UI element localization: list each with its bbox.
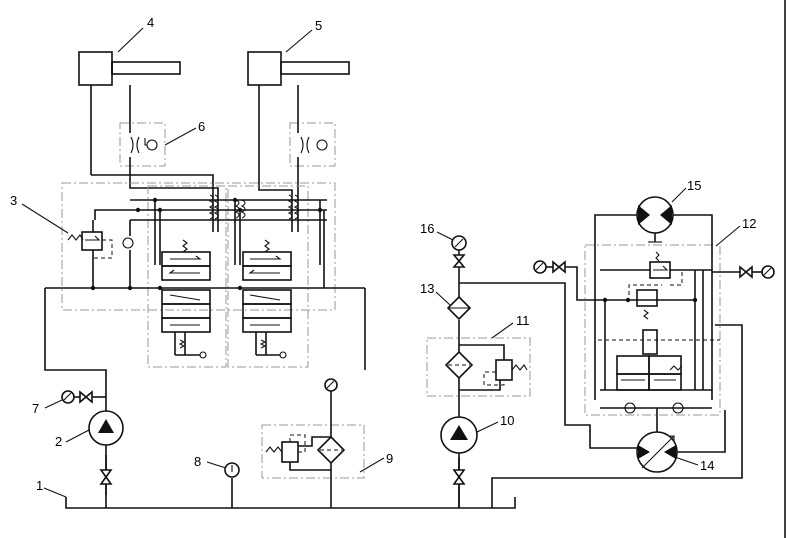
filter-9-icon [265, 378, 346, 480]
filter-block-9-box [261, 424, 365, 479]
label-3: 3 [10, 193, 17, 208]
cylinder-5-icon [247, 51, 350, 175]
manifold-lines [44, 197, 366, 395]
throttle-check-valve-5-icon [289, 115, 336, 175]
directional-valve-b-icon [242, 239, 292, 359]
label-11: 11 [516, 313, 530, 328]
cylinder-lines [91, 174, 299, 232]
label-10: 10 [500, 413, 514, 428]
label-6: 6 [198, 119, 205, 134]
cylinder-4-icon [78, 51, 181, 175]
label-14: 14 [700, 458, 714, 473]
valve-block-3-box [61, 182, 336, 311]
filter-block-11-box [426, 337, 531, 397]
valve-block-12-internals [598, 251, 720, 414]
pump-10-icon [440, 416, 478, 508]
throttle-check-valve-6-icon [119, 115, 166, 175]
filter-13-icon [446, 262, 472, 321]
label-5: 5 [315, 18, 322, 33]
gauge-right-12-icon [712, 265, 775, 279]
gauge-left-12-icon [533, 260, 605, 301]
label-7: 7 [32, 401, 39, 416]
gauge-16-icon [451, 235, 640, 449]
label-8: 8 [194, 454, 201, 469]
label-4: 4 [147, 15, 154, 30]
label-13: 13 [420, 281, 434, 296]
leader-lines [21, 27, 741, 498]
directional-valve-box-b [227, 185, 309, 368]
directional-valve-a-icon [161, 239, 211, 359]
gauge-8-icon [224, 462, 240, 478]
label-2: 2 [55, 434, 62, 449]
pump-2-icon [88, 395, 124, 495]
relief-valve-3-icon [67, 220, 134, 288]
label-12: 12 [742, 216, 756, 231]
filter-11-icon [444, 320, 528, 417]
gauge-7-icon [61, 390, 106, 404]
motor-15-icon [594, 196, 713, 400]
tank-return-line [65, 324, 743, 509]
directional-valve-box-a [147, 185, 227, 368]
label-1: 1 [36, 478, 43, 493]
label-15: 15 [687, 178, 701, 193]
pump-14-icon [636, 408, 726, 473]
label-9: 9 [386, 451, 393, 466]
label-16: 16 [420, 221, 434, 236]
